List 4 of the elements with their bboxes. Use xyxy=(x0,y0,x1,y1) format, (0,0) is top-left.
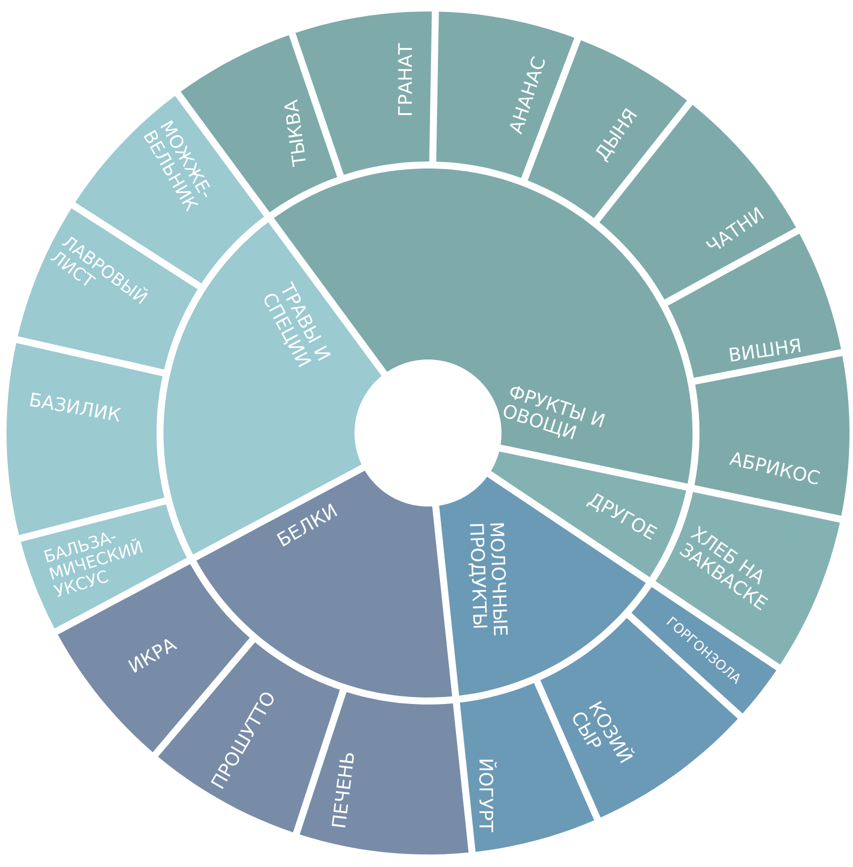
node-label: БАЗИЛИК xyxy=(30,392,122,422)
node-label: ЙОГУРТ xyxy=(479,760,497,832)
node-label: ГРАНАТ xyxy=(398,43,412,115)
ring-segment: ПЕЧЕНЬ xyxy=(300,692,469,854)
